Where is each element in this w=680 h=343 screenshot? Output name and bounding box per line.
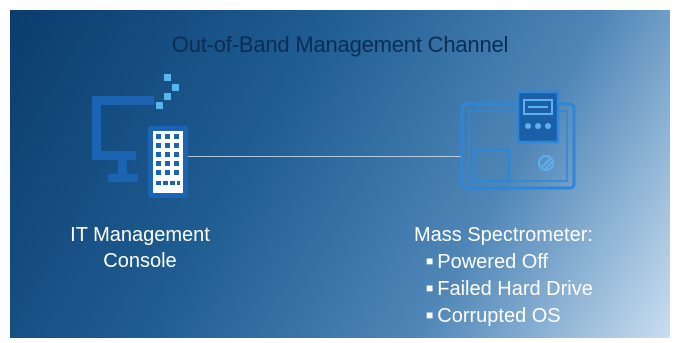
indicator-button <box>545 123 551 129</box>
mass-spectrometer-label-group: Mass Spectrometer: ■Powered Off ■Failed … <box>414 222 664 329</box>
computer-monitor-icon <box>92 74 188 198</box>
lab-instrument-icon <box>460 90 576 190</box>
connection-line <box>185 156 463 157</box>
accent-square <box>172 84 179 91</box>
diagram-slide: Out-of-Band Management Channel <box>10 10 670 338</box>
mass-spectrometer-label: Mass Spectrometer: <box>414 224 593 246</box>
accent-square <box>156 102 163 109</box>
accent-square <box>164 93 171 100</box>
bullet-icon: ■ <box>426 281 434 295</box>
status-item: ■Corrupted OS <box>426 305 561 327</box>
diagram-title: Out-of-Band Management Channel <box>171 32 509 57</box>
status-item: ■Powered Off <box>426 251 549 273</box>
status-item: ■Failed Hard Drive <box>426 278 593 300</box>
it-management-console-label: IT Management Console <box>50 222 230 274</box>
indicator-button <box>525 123 531 129</box>
indicator-button <box>535 123 541 129</box>
building-icon <box>148 126 188 198</box>
bullet-icon: ■ <box>426 254 434 268</box>
console-label-line1: IT Management <box>70 224 210 246</box>
status-list: ■Powered Off ■Failed Hard Drive ■Corrupt… <box>414 248 664 329</box>
accent-square <box>164 74 171 81</box>
bullet-icon: ■ <box>426 308 434 322</box>
console-label-line2: Console <box>103 250 177 272</box>
